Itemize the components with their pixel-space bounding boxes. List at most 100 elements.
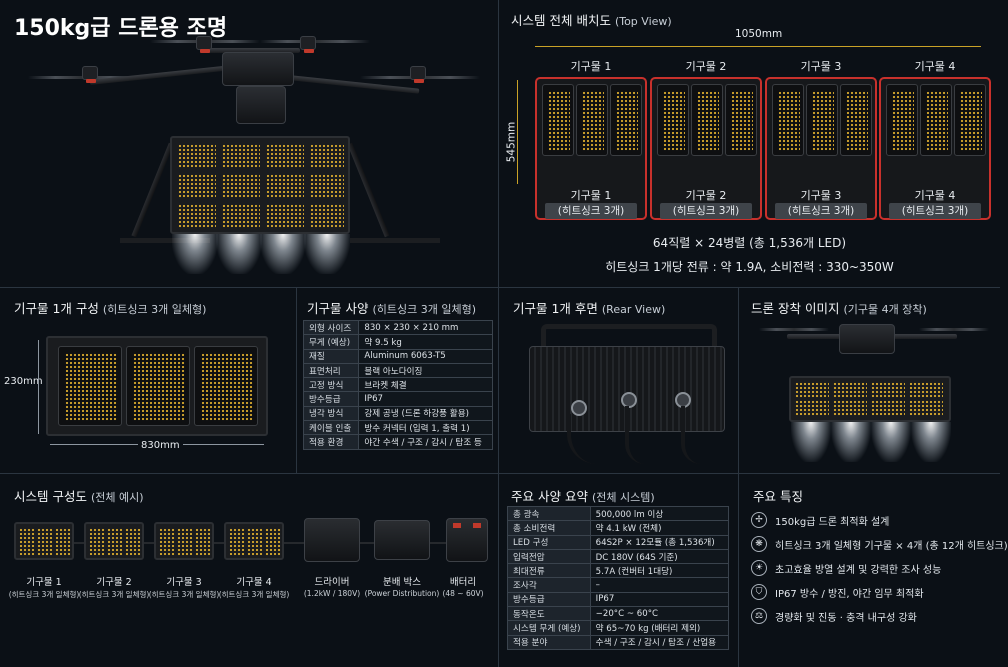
system-item-sub: (Power Distribution) (364, 589, 440, 598)
feature-text: 초고효율 방열 설계 및 강력한 조사 성능 (775, 564, 942, 576)
mount-bracket (541, 324, 717, 354)
drone-body (839, 324, 895, 354)
drone-icon: ✢ (751, 512, 767, 528)
motor (82, 66, 98, 83)
system-fixture-3 (154, 522, 214, 560)
system-item-name: 기구물 3 (166, 577, 202, 588)
fixture-name: 기구물 4 (914, 189, 956, 202)
spec-value: 약 9.5 kg (358, 334, 493, 350)
spec-value: 500,000 lm 이상 (589, 505, 730, 522)
fixture-sub-label: (히트싱크 3개) (660, 203, 752, 219)
spec-value: 강제 공냉 (드론 하강풍 활용) (358, 405, 493, 422)
system-fixture-4 (224, 522, 284, 560)
spec-value: IP67 (358, 391, 493, 407)
spec-value: 브라켓 체결 (358, 377, 493, 393)
fixture-top-view: 기구물 4 (히트싱크 3개) (879, 77, 991, 220)
system-item-name: 드라이버 (314, 577, 350, 588)
table-row: 조사각– (507, 577, 730, 593)
light-beam (911, 422, 951, 462)
spec-key: 총 소비전력 (507, 520, 591, 536)
spec-key: 입력전압 (507, 548, 591, 565)
spec-value: Aluminum 6063-T5 (358, 348, 493, 364)
light-beam (831, 422, 871, 462)
feature-item: ⚖ 경량화 및 진동 · 충격 내구성 강화 (751, 608, 917, 624)
fixture-top-view: 기구물 1 (히트싱크 3개) (535, 77, 647, 220)
table-row: 동작온도−20°C ~ 60°C (507, 606, 730, 622)
spec-value: −20°C ~ 60°C (589, 606, 730, 622)
spec-key: 방수등급 (507, 591, 591, 608)
light-beam (871, 422, 911, 462)
rear-view-panel: 기구물 1개 후면 (Rear View) (499, 288, 738, 473)
spec-key: 무게 (예상) (302, 334, 360, 350)
fixture-height-dim: 230mm (4, 376, 43, 387)
feature-item: ☀ 초고효율 방열 설계 및 강력한 조사 성능 (751, 560, 941, 576)
fixture-top-label: 기구물 3 (800, 60, 842, 73)
landing-skid (120, 238, 210, 243)
heatsink-icon: ❋ (751, 536, 767, 552)
system-config-title: 시스템 구성도 (전체 예시) (14, 489, 144, 504)
fixture-config-title: 기구물 1개 구성 (히트싱크 3개 일체형) (14, 301, 207, 316)
system-item-name: 기구물 2 (96, 577, 132, 588)
cable (567, 414, 597, 464)
spec-key: 최대전류 (507, 563, 591, 579)
rear-view-title: 기구물 1개 후면 (Rear View) (513, 301, 666, 316)
driver-unit (304, 518, 360, 562)
spec-value: 약 65~70 kg (배터리 제외) (589, 620, 730, 636)
divider-mid-left (296, 287, 297, 473)
spec-key: 시스템 무게 (예상) (507, 620, 591, 636)
cable (625, 406, 655, 464)
drone-body (222, 52, 294, 86)
feature-text: 히트싱크 3개 일체형 기구물 × 4개 (총 12개 히트싱크) (775, 540, 1008, 552)
drone-arm (89, 64, 240, 85)
height-dimension: 545mm (505, 121, 518, 163)
spec-key: 케이블 인출 (302, 420, 360, 436)
spec-value: 830 × 230 × 210 mm (358, 319, 493, 336)
system-item-name: 기구물 4 (236, 577, 272, 588)
feature-item: ❋ 히트싱크 3개 일체형 기구물 × 4개 (총 12개 히트싱크) (751, 536, 1008, 552)
light-beam (791, 422, 831, 462)
table-row: 시스템 무게 (예상)약 65~70 kg (배터리 제외) (507, 620, 730, 636)
fixture-top-label: 기구물 1 (570, 60, 612, 73)
width-dimension: 1050mm (735, 28, 783, 40)
spec-value: 블랙 아노다이징 (358, 362, 493, 379)
feature-item: ⛉ IP67 방수 / 방진, 야간 임무 최적화 (751, 584, 924, 600)
top-view-panel: 시스템 전체 배치도 (Top View) 1050mm 545mm 기구물 1… (499, 0, 1000, 287)
hero-panel: 150kg급 드론용 조명 (0, 0, 498, 287)
landing-leg (131, 142, 174, 238)
spec-value: 야간 수색 / 구조 / 감시 / 탐조 등 (358, 434, 493, 450)
fixture-top-label: 기구물 2 (685, 60, 727, 73)
spec-summary-title: 주요 사양 요약 (전체 시스템) (511, 489, 655, 504)
fixture-width-dim: 830mm (138, 440, 183, 451)
fixture-sub-label: (히트싱크 3개) (775, 203, 867, 219)
fixture-name: 기구물 1 (570, 189, 612, 202)
power-consumption-text: 히트싱크 1개당 전류 : 약 1.9A, 소비전력 : 330~350W (605, 260, 894, 274)
width-dimension-line (535, 46, 981, 47)
system-item-sub: (48 ~ 60V) (442, 589, 484, 598)
spec-key: 동작온도 (507, 606, 591, 622)
balance-icon: ⚖ (751, 608, 767, 624)
system-item-name: 기구물 1 (26, 577, 62, 588)
height-dimension-line (517, 80, 518, 184)
main-title: 150kg급 드론용 조명 (14, 16, 228, 41)
table-row: 무게 (예상)약 9.5 kg (302, 334, 493, 350)
spec-value: 방수 커넥터 (입력 1, 출력 1) (358, 420, 493, 436)
motor (410, 66, 426, 83)
spec-value: IP67 (589, 591, 730, 608)
led-configuration-text: 64직렬 × 24병렬 (총 1,536개 LED) (652, 236, 847, 250)
shield-icon: ⛉ (751, 584, 767, 600)
feature-item: ✢ 150kg급 드론 최적화 설계 (751, 512, 889, 528)
sun-icon: ☀ (751, 560, 767, 576)
